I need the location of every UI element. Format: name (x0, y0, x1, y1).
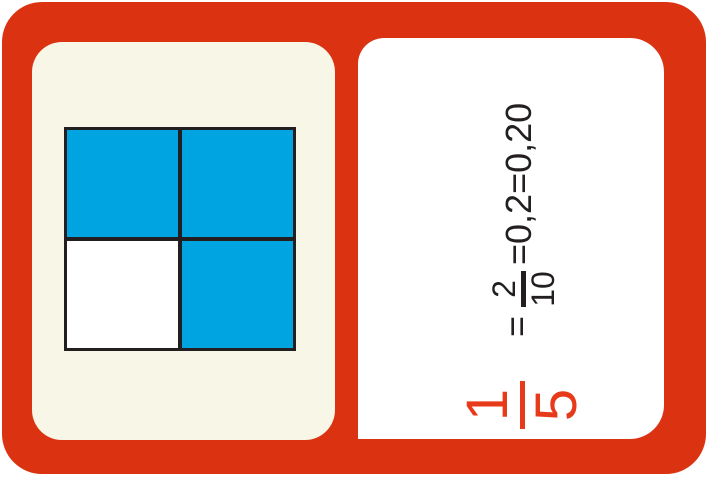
equals-sign: = (496, 315, 537, 337)
equivalent-denominator: 10 (525, 271, 561, 307)
main-numerator: 1 (455, 388, 520, 422)
fraction-grid (64, 127, 296, 351)
decimal-equivalents: =0,2=0,20 (498, 102, 539, 265)
main-denominator: 5 (524, 388, 589, 422)
equivalent-numerator: 2 (486, 280, 522, 298)
main-fraction: 1 5 (455, 381, 589, 429)
equation-panel (358, 38, 664, 439)
equivalent-fraction: 2 10 (486, 271, 561, 307)
grid-cell-bottom-right-shaded (182, 241, 293, 348)
fraction-equation: 1 5 = 2 10 =0,2=0,20 (455, 35, 589, 435)
picture-panel (32, 42, 335, 440)
grid-cell-top-right-shaded (182, 130, 293, 237)
grid-cell-bottom-left-unshaded (67, 241, 178, 348)
grid-cell-top-left-shaded (67, 130, 178, 237)
